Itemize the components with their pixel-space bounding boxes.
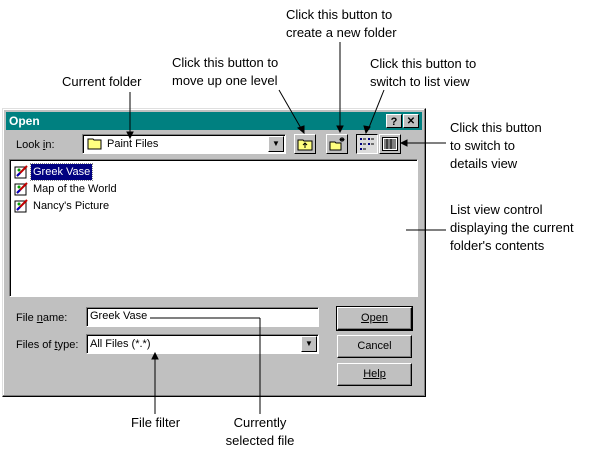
list-item-label: Greek Vase [29, 163, 94, 181]
dialog-title: Open [9, 114, 40, 128]
title-bar[interactable]: Open ? ✕ [6, 112, 422, 130]
look-in-value: Paint Files [107, 138, 159, 150]
callout-current-folder: Current folder [62, 74, 142, 89]
callout-new-folder: Click this button to create a new folder [286, 7, 397, 40]
paint-file-icon [14, 182, 28, 196]
file-name-label: File name: [16, 312, 68, 324]
files-of-type-combo[interactable]: All Files (*.*) ▼ [86, 334, 319, 354]
dropdown-arrow-icon[interactable]: ▼ [268, 136, 284, 152]
up-one-level-icon [297, 139, 313, 151]
dropdown-arrow-icon[interactable]: ▼ [301, 336, 317, 352]
new-folder-icon [329, 137, 345, 151]
files-of-type-label: Files of type: [16, 339, 79, 351]
help-button-label: Help [363, 368, 386, 380]
callout-selected-file: Currently selected file [225, 415, 295, 448]
list-view-icon [360, 138, 374, 150]
cancel-button[interactable]: Cancel [337, 335, 412, 358]
close-button[interactable]: ✕ [403, 114, 419, 128]
list-item-label: Map of the World [33, 183, 117, 195]
up-one-level-button[interactable] [294, 134, 316, 154]
file-name-field[interactable]: Greek Vase [86, 307, 319, 327]
look-in-combo[interactable]: Paint Files ▼ [82, 134, 286, 154]
list-item-label: Nancy's Picture [33, 200, 110, 212]
details-view-icon [382, 137, 398, 151]
callout-file-filter: File filter [131, 415, 181, 430]
files-of-type-value: All Files (*.*) [90, 338, 151, 350]
callout-details-view: Click this button to switch to details v… [450, 120, 542, 171]
open-button-label: Open [361, 312, 388, 324]
paint-file-icon [14, 165, 28, 179]
callout-list-control: List view control displaying the current… [450, 202, 574, 253]
list-view-button[interactable] [356, 134, 378, 154]
look-in-label: Look in: [16, 139, 55, 151]
callout-list-view: Click this button to switch to list view [370, 56, 477, 89]
create-new-folder-button[interactable] [326, 134, 348, 154]
help-button[interactable]: Help [337, 363, 412, 386]
help-title-button[interactable]: ? [386, 114, 402, 128]
callout-up-one-level: Click this button to move up one level [172, 55, 279, 88]
paint-file-icon [14, 199, 28, 213]
file-list-view[interactable]: Greek Vase Map of the World Nancy's Pict… [9, 159, 418, 297]
open-button[interactable]: Open [336, 306, 413, 331]
details-view-button[interactable] [379, 134, 401, 154]
folder-icon [87, 138, 102, 150]
